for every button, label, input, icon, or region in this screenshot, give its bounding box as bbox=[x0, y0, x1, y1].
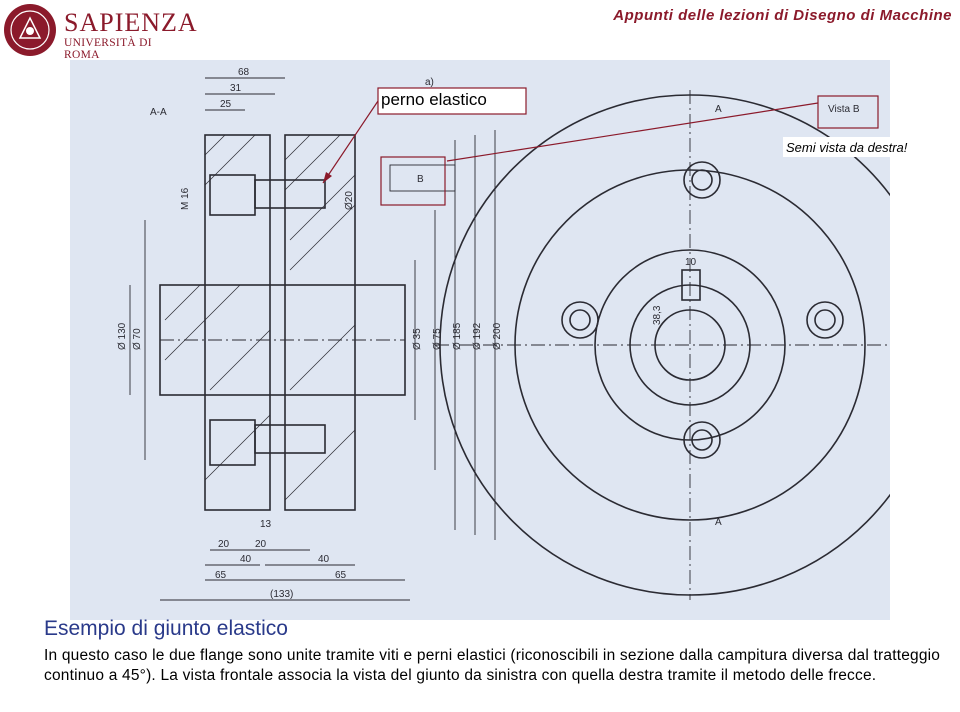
dim-d70: Ø 70 bbox=[132, 328, 143, 350]
view-label-b: B bbox=[417, 174, 424, 185]
dim-38-3: 38,3 bbox=[652, 305, 663, 325]
description-text: In questo caso le due flange sono unite … bbox=[44, 647, 941, 684]
vista-b-highlight bbox=[817, 95, 879, 129]
dim-d192: Ø 192 bbox=[472, 322, 483, 350]
dim-20a: 20 bbox=[218, 539, 230, 550]
technical-drawing: A-A a) A Vista B B A 68 31 25 M 16 Ø20 Ø… bbox=[70, 60, 890, 620]
dim-d20: Ø20 bbox=[344, 191, 355, 210]
header-title: Appunti delle lezioni di Disegno di Macc… bbox=[613, 7, 952, 24]
dim-68: 68 bbox=[238, 67, 250, 78]
dim-40a: 40 bbox=[240, 554, 252, 565]
perno-elastico-label: perno elastico bbox=[381, 90, 487, 109]
dim-40b: 40 bbox=[318, 554, 330, 565]
page-title: Esempio di giunto elastico bbox=[44, 617, 288, 640]
perno-leader-line bbox=[322, 100, 379, 184]
dim-13: 13 bbox=[260, 519, 272, 530]
view-label-a-small: a) bbox=[425, 77, 434, 88]
perno-callout-box bbox=[377, 87, 527, 115]
perno-arrow-icon bbox=[323, 172, 332, 183]
dim-d75: Ø 75 bbox=[432, 328, 443, 350]
view-label-vista-b: Vista B bbox=[828, 104, 860, 115]
logo-name: SAPIENZA bbox=[64, 8, 198, 37]
arrow-b-highlight bbox=[380, 156, 446, 206]
dim-31: 31 bbox=[230, 83, 242, 94]
university-seal-icon bbox=[4, 4, 56, 56]
vista-b-link-line bbox=[446, 102, 819, 162]
dim-d200: Ø 200 bbox=[492, 322, 503, 350]
semi-vista-bg bbox=[783, 137, 911, 157]
dim-10: 10 bbox=[685, 257, 697, 268]
dim-d130: Ø 130 bbox=[117, 322, 128, 350]
logo-subtitle: UNIVERSITÀ DI ROMA bbox=[64, 37, 152, 61]
semi-vista-label: Semi vista da destra! bbox=[786, 140, 908, 155]
dim-65a: 65 bbox=[215, 570, 227, 581]
view-label-a-top: A bbox=[715, 104, 722, 115]
view-label-aa: A-A bbox=[150, 107, 167, 118]
dim-25: 25 bbox=[220, 99, 232, 110]
dim-20b: 20 bbox=[255, 539, 267, 550]
view-label-a-bottom: A bbox=[715, 517, 722, 528]
dim-133: (133) bbox=[270, 589, 293, 600]
dim-d185: Ø 185 bbox=[452, 322, 463, 350]
sapienza-logo: SAPIENZA UNIVERSITÀ DI ROMA bbox=[2, 2, 197, 61]
dim-d35: Ø 35 bbox=[412, 328, 423, 350]
dim-65b: 65 bbox=[335, 570, 347, 581]
dim-m16: M 16 bbox=[180, 187, 191, 210]
